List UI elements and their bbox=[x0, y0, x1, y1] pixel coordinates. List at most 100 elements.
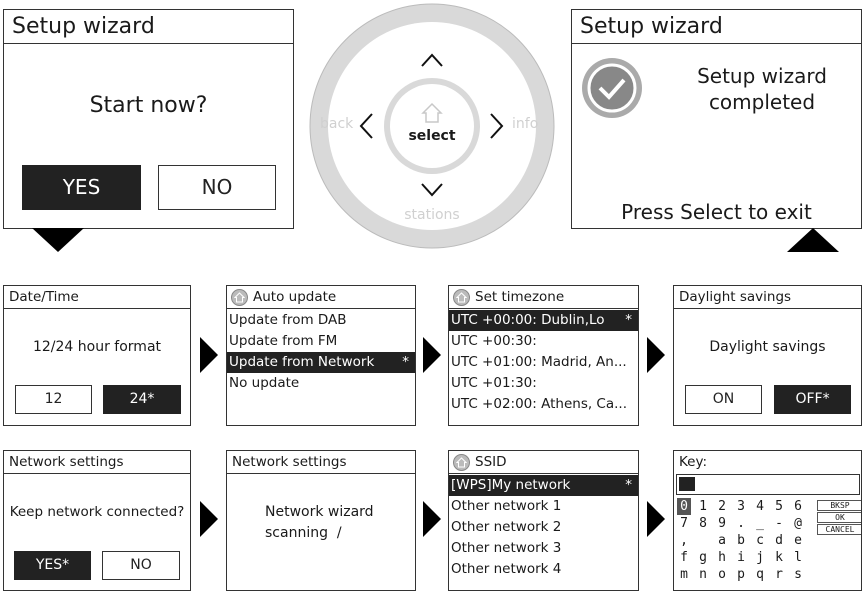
completed-line-1: Setup wizard bbox=[697, 64, 827, 88]
left-arrow-icon[interactable] bbox=[358, 112, 374, 140]
format-12-button[interactable]: 12 bbox=[15, 385, 92, 414]
list-item[interactable]: Other network 1 bbox=[451, 498, 562, 514]
ok-button[interactable]: OK bbox=[817, 512, 861, 523]
completed-line-2: completed bbox=[708, 90, 816, 114]
keypad-key[interactable]: p bbox=[737, 567, 745, 582]
list-item[interactable]: UTC +01:00: Madrid, An... bbox=[451, 354, 627, 370]
list-item[interactable]: UTC +01:30: bbox=[451, 375, 537, 391]
keypad-key[interactable]: g bbox=[699, 550, 707, 565]
keypad-key[interactable]: f bbox=[680, 550, 688, 565]
screen-title: Setup wizard bbox=[4, 10, 293, 44]
keypad-key[interactable]: , bbox=[680, 533, 688, 548]
keypad-key[interactable]: d bbox=[775, 533, 783, 548]
no-button[interactable]: NO bbox=[158, 165, 276, 210]
screen-title: SSID bbox=[449, 451, 638, 474]
cancel-button[interactable]: CANCEL bbox=[817, 524, 861, 535]
flow-arrow bbox=[423, 337, 441, 373]
keypad-key[interactable]: 2 bbox=[718, 499, 726, 514]
keypad-key[interactable]: o bbox=[718, 567, 726, 582]
list-item[interactable]: Update from FM bbox=[229, 333, 338, 349]
checkmark-icon bbox=[582, 58, 642, 118]
right-arrow-icon[interactable] bbox=[489, 112, 505, 140]
home-icon bbox=[453, 289, 470, 306]
ssid-screen: SSID [WPS]My network* Other network 1 Ot… bbox=[448, 450, 639, 591]
keypad-key[interactable]: q bbox=[756, 567, 764, 582]
daylight-on-button[interactable]: ON bbox=[685, 385, 762, 414]
screen-title-text: Auto update bbox=[253, 289, 337, 305]
daylight-prompt: Daylight savings bbox=[709, 339, 826, 355]
screen-title-text: SSID bbox=[475, 454, 507, 470]
up-arrow-icon[interactable] bbox=[420, 52, 444, 68]
hour-format-prompt: 12/24 hour format bbox=[32, 339, 162, 355]
keypad-key[interactable]: 3 bbox=[737, 499, 745, 514]
keypad-key[interactable]: 9 bbox=[718, 516, 726, 531]
key-entry-field[interactable] bbox=[676, 474, 860, 495]
keypad-key[interactable]: 0 bbox=[677, 498, 691, 515]
screen-title-text: Set timezone bbox=[475, 289, 565, 305]
flow-arrow bbox=[423, 501, 441, 537]
keypad-key[interactable]: 8 bbox=[699, 516, 707, 531]
keypad-key[interactable]: j bbox=[756, 550, 764, 565]
list-item-selected[interactable]: Update from Network* bbox=[227, 352, 415, 373]
keypad-key[interactable]: b bbox=[737, 533, 745, 548]
selected-marker: * bbox=[402, 354, 409, 370]
keypad-key[interactable]: 4 bbox=[756, 499, 764, 514]
datetime-screen: Date/Time 12/24 hour format 12 24* bbox=[3, 285, 191, 426]
select-button[interactable]: select bbox=[408, 128, 456, 144]
list-item[interactable]: UTC +02:00: Athens, Ca... bbox=[451, 396, 628, 412]
setup-wizard-done-screen: Setup wizard Setup wizard completed Pres… bbox=[571, 9, 862, 229]
keypad-key[interactable]: 1 bbox=[699, 499, 707, 514]
keypad-key[interactable]: k bbox=[775, 550, 783, 565]
list-item-selected[interactable]: UTC +00:00: Dublin,Lo* bbox=[449, 310, 638, 331]
network-keep-screen: Network settings Keep network connected?… bbox=[3, 450, 191, 591]
keypad-key[interactable]: h bbox=[718, 550, 726, 565]
home-icon bbox=[231, 289, 248, 306]
keep-yes-button[interactable]: YES* bbox=[14, 551, 91, 580]
list-item[interactable]: Other network 4 bbox=[451, 561, 562, 577]
up-pointer-triangle bbox=[787, 228, 839, 252]
screen-title: Daylight savings bbox=[674, 286, 861, 309]
flow-arrow bbox=[200, 501, 218, 537]
keypad-key[interactable]: a bbox=[718, 533, 726, 548]
keypad-key[interactable]: r bbox=[775, 567, 783, 582]
yes-button[interactable]: YES bbox=[22, 165, 141, 210]
home-icon bbox=[453, 454, 470, 471]
keypad-key[interactable]: n bbox=[699, 567, 707, 582]
network-wizard-screen: Network settings Network wizard scanning… bbox=[226, 450, 416, 591]
keypad-key[interactable]: l bbox=[794, 550, 802, 565]
keypad-key[interactable]: i bbox=[737, 550, 745, 565]
list-item[interactable]: UTC +00:30: bbox=[451, 333, 537, 349]
list-item[interactable]: No update bbox=[229, 375, 300, 391]
down-arrow-icon[interactable] bbox=[420, 182, 444, 198]
screen-title: Date/Time bbox=[4, 286, 190, 309]
keypad-key[interactable]: 6 bbox=[794, 499, 802, 514]
start-prompt: Start now? bbox=[89, 93, 208, 118]
keypad-key[interactable]: c bbox=[756, 533, 764, 548]
keypad-key[interactable]: 7 bbox=[680, 516, 688, 531]
format-24-button[interactable]: 24* bbox=[103, 385, 181, 414]
keypad-key[interactable]: 5 bbox=[775, 499, 783, 514]
text-cursor bbox=[679, 477, 695, 491]
stations-label: stations bbox=[404, 207, 460, 223]
daylight-off-button[interactable]: OFF* bbox=[774, 385, 851, 414]
list-item[interactable]: Other network 2 bbox=[451, 519, 562, 535]
list-item[interactable]: Update from DAB bbox=[229, 312, 347, 328]
screen-title: Set timezone bbox=[449, 286, 638, 309]
keypad-key[interactable]: _ bbox=[756, 516, 764, 531]
key-label: Key: bbox=[679, 454, 708, 470]
keypad-key[interactable]: . bbox=[737, 516, 745, 531]
back-label: back bbox=[320, 116, 354, 132]
keep-no-button[interactable]: NO bbox=[102, 551, 180, 580]
flow-arrow bbox=[647, 337, 665, 373]
keypad-key[interactable]: @ bbox=[794, 516, 802, 531]
list-item-selected[interactable]: [WPS]My network* bbox=[449, 475, 638, 496]
home-icon bbox=[421, 102, 443, 123]
keypad-key[interactable]: m bbox=[680, 567, 688, 582]
list-item[interactable]: Other network 3 bbox=[451, 540, 562, 556]
keypad-key[interactable]: - bbox=[775, 516, 783, 531]
keypad-key[interactable]: e bbox=[794, 533, 802, 548]
keypad-key[interactable]: s bbox=[794, 567, 802, 582]
backspace-button[interactable]: BKSP bbox=[817, 500, 861, 511]
